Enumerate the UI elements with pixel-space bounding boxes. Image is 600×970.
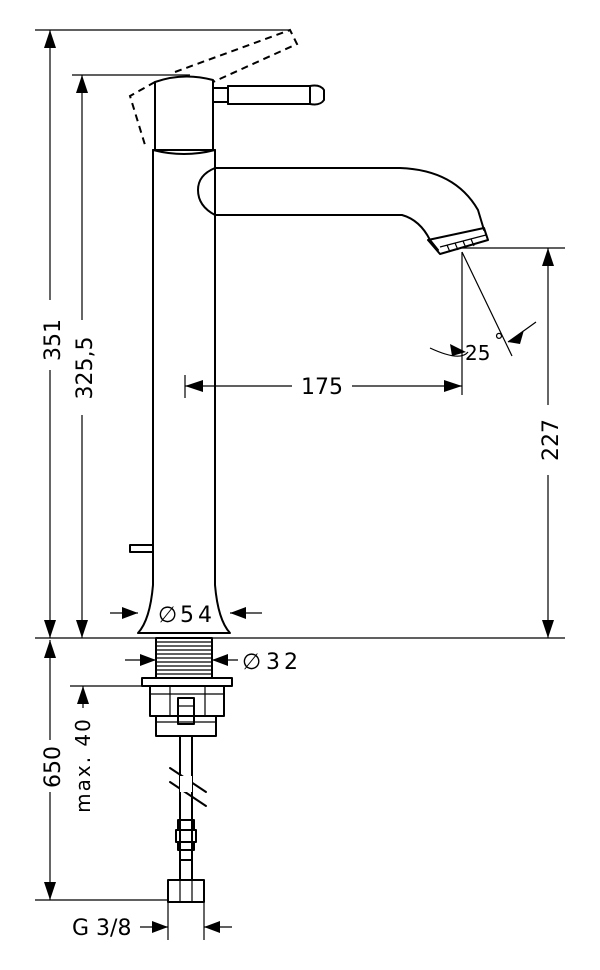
label-650: 650 (41, 746, 66, 788)
label-diameter-symbol-32: ∅ (242, 650, 261, 675)
label-351: 351 (41, 319, 66, 361)
label-227: 227 (539, 419, 564, 461)
faucet-shank (141, 637, 233, 737)
label-32: 32 (266, 650, 302, 675)
dim-spout-reach: 175 (184, 375, 462, 400)
label-25: 25 (465, 341, 490, 365)
label-175: 175 (301, 375, 343, 400)
label-diameter-symbol-54: ∅ (158, 603, 177, 628)
dim-hose-length: 650 (35, 640, 168, 901)
label-max-40: max. 40 (71, 717, 95, 813)
dim-body-height: 325,5 (72, 74, 190, 638)
dim-spout-angle: 25 ° (429, 251, 537, 395)
dim-shank-diameter: ∅ 32 (125, 650, 302, 675)
label-degree: ° (494, 329, 504, 353)
label-54: 54 (180, 603, 216, 628)
faucet-spout (197, 167, 489, 255)
supply-hose (167, 735, 207, 903)
label-g-3-8: G 3/8 (72, 916, 131, 941)
dim-total-height: 351 (35, 29, 290, 638)
dim-max-deck: max. 40 (70, 685, 150, 813)
dim-base-diameter: ∅ 54 (110, 603, 262, 628)
dim-thread: G 3/8 (72, 902, 232, 941)
label-325-5: 325,5 (73, 337, 98, 400)
dim-outlet-height: 227 (462, 247, 565, 638)
faucet-body (128, 28, 325, 634)
